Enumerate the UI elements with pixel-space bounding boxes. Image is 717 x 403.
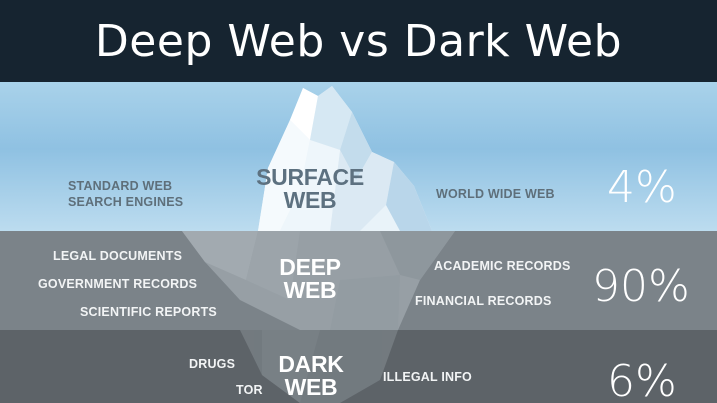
deep-right-label-1: ACADEMIC RECORDS <box>434 259 571 273</box>
dark-percent: 6% <box>607 356 677 403</box>
iceberg-underwater <box>182 231 455 330</box>
iceberg-tip <box>258 86 432 231</box>
page-title: Deep Web vs Dark Web <box>94 15 623 67</box>
deep-web-title: DEEP WEB <box>268 256 352 302</box>
dark-left-label-1: DRUGS <box>189 357 236 371</box>
surface-left-label-1: STANDARD WEB <box>68 179 173 193</box>
surface-web-title-line1: SURFACE <box>256 164 364 190</box>
deep-percent: 90% <box>592 261 690 312</box>
deep-left-label-3: SCIENTIFIC REPORTS <box>80 305 217 319</box>
surface-web-title-line2: WEB <box>283 187 337 213</box>
deep-left-label-2: GOVERNMENT RECORDS <box>38 277 198 291</box>
deep-web-title-line2: WEB <box>283 277 337 303</box>
surface-web-title: SURFACE WEB <box>248 166 372 212</box>
dark-web-title: DARK WEB <box>266 353 356 399</box>
deep-web-title-line1: DEEP <box>279 254 341 280</box>
deep-left-label-1: LEGAL DOCUMENTS <box>53 249 183 263</box>
surface-percent: 4% <box>607 162 677 213</box>
dark-web-band <box>0 330 717 403</box>
dark-web-title-line2: WEB <box>284 374 338 400</box>
surface-left-label-2: SEARCH ENGINES <box>68 195 184 209</box>
dark-left-label-2: TOR <box>236 383 263 397</box>
surface-right-label-1: WORLD WIDE WEB <box>436 187 555 201</box>
title-bar: Deep Web vs Dark Web <box>0 0 717 82</box>
dark-web-title-line1: DARK <box>278 351 344 377</box>
dark-right-label-1: ILLEGAL INFO <box>383 370 472 384</box>
iceberg-base <box>240 330 398 403</box>
deep-right-label-2: FINANCIAL RECORDS <box>415 294 552 308</box>
